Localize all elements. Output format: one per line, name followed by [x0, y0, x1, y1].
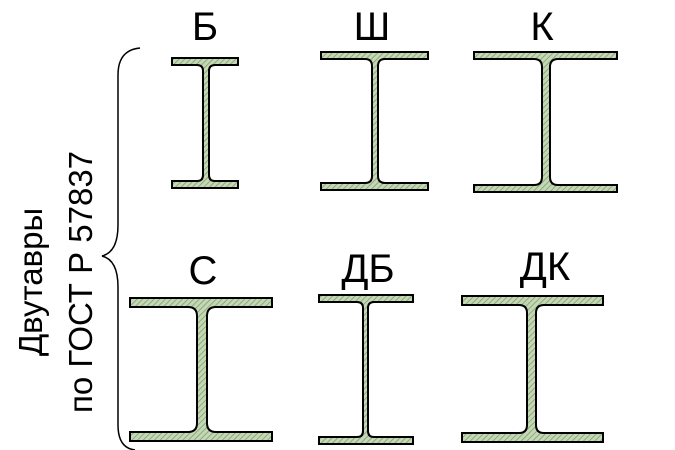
i-beam-section-b	[171, 57, 239, 189]
i-beam-section-db	[318, 294, 414, 445]
i-beam-section-sh	[320, 51, 429, 191]
beam-label-db: ДБ	[341, 247, 394, 291]
i-beam-section-dk	[461, 295, 604, 443]
i-beam-section-k	[473, 51, 618, 193]
beam-label-sh: Ш	[354, 5, 391, 49]
beam-label-dk: ДК	[520, 245, 571, 289]
beam-label-b: Б	[192, 5, 218, 49]
beams-group	[129, 51, 618, 445]
beam-label-k: К	[530, 5, 554, 49]
i-beam-section-s	[129, 297, 273, 442]
title-line-2: по ГОСТ Р 57837	[62, 151, 99, 413]
curly-brace	[101, 47, 141, 450]
title-line-1: Двутавры	[12, 208, 49, 356]
beam-label-s: С	[189, 249, 218, 293]
